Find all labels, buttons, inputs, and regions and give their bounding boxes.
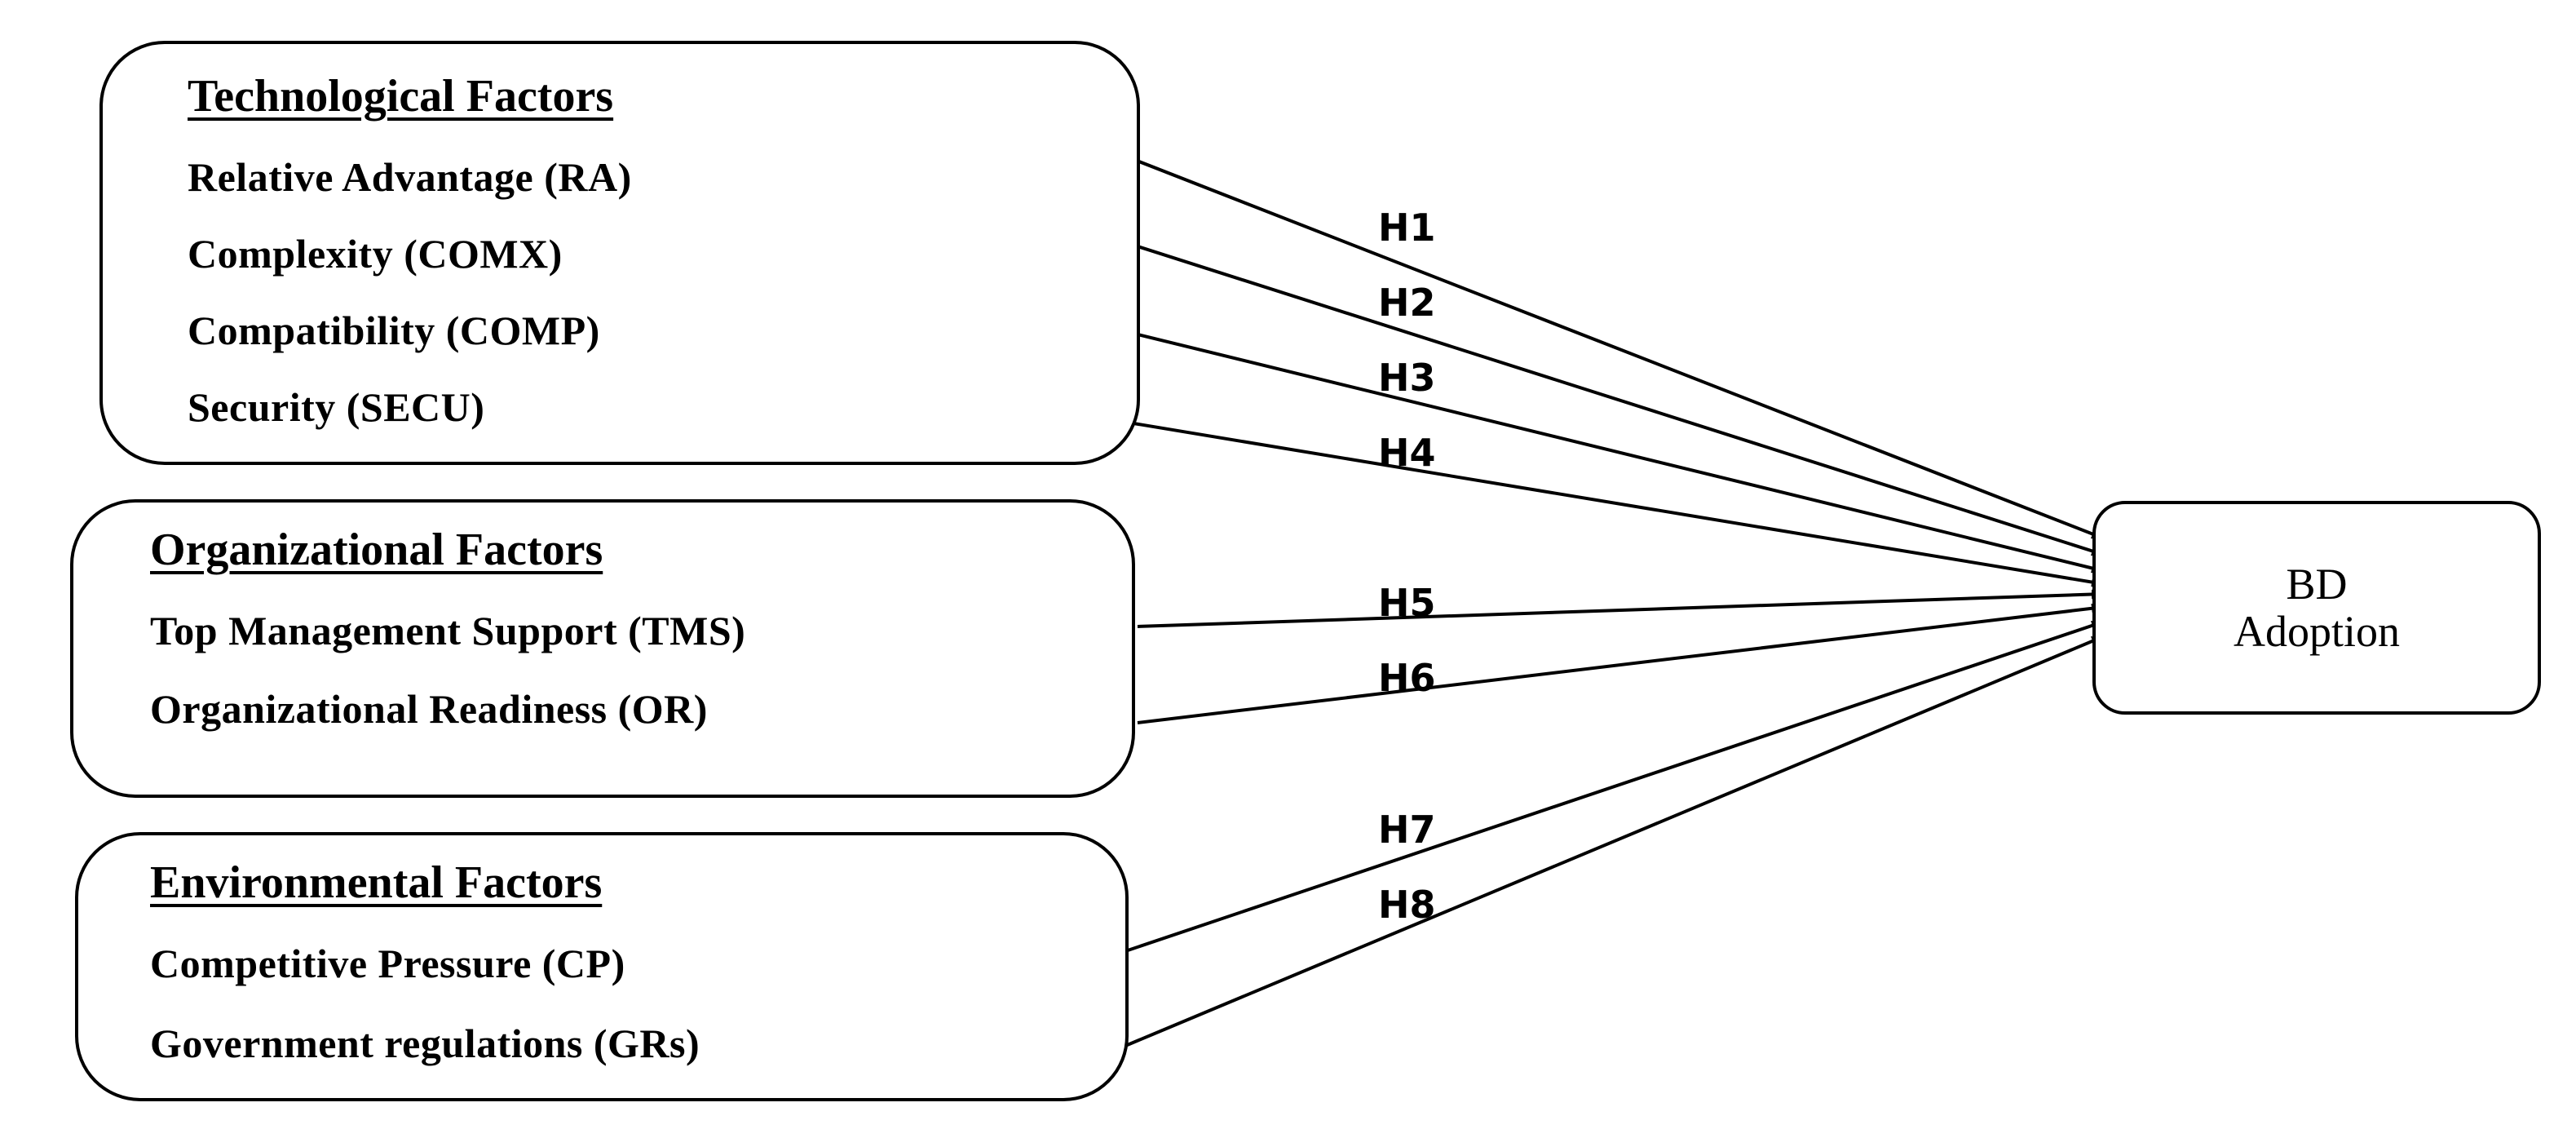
hypothesis-label-h8: H8 [1378, 883, 1436, 927]
arrow-h1 [1128, 156, 2105, 540]
bd-adoption-label: BD Adoption [2233, 560, 2400, 656]
hypothesis-label-h1: H1 [1378, 206, 1436, 250]
environmental-factors-title: Environmental Factors [150, 857, 603, 908]
arrow-h2 [1137, 245, 2105, 556]
factor-organizational-readiness: Organizational Readiness (OR) [150, 686, 708, 732]
hypothesis-label-h4: H4 [1378, 431, 1436, 475]
arrow-h4 [1128, 421, 2105, 587]
arrow-h5 [1137, 589, 2105, 628]
organizational-factors-box [70, 499, 1135, 798]
hypothesis-label-h2: H2 [1378, 281, 1436, 325]
factor-relative-advantage: Relative Advantage (RA) [188, 154, 632, 200]
hypothesis-label-h7: H7 [1378, 808, 1436, 852]
factor-security: Security (SECU) [188, 384, 485, 430]
bd-adoption-box: BD Adoption [2092, 501, 2541, 715]
factor-competitive-pressure: Competitive Pressure (CP) [150, 941, 625, 986]
factor-complexity: Complexity (COMX) [188, 231, 563, 277]
arrow-h8 [1125, 635, 2105, 1047]
factor-top-management-support: Top Management Support (TMS) [150, 608, 746, 653]
factor-government-regulations: Government regulations (GRs) [150, 1021, 700, 1066]
arrow-h7 [1125, 620, 2105, 953]
arrow-h3 [1137, 333, 2105, 573]
technological-factors-title: Technological Factors [188, 71, 614, 122]
arrow-h6 [1137, 603, 2105, 724]
hypothesis-label-h3: H3 [1378, 356, 1436, 400]
factor-compatibility: Compatibility (COMP) [188, 308, 600, 353]
environmental-factors-box [75, 832, 1129, 1101]
technological-factors-box [99, 41, 1140, 465]
hypothesis-label-h5: H5 [1378, 581, 1436, 625]
organizational-factors-title: Organizational Factors [150, 525, 603, 575]
hypothesis-label-h6: H6 [1378, 656, 1436, 700]
